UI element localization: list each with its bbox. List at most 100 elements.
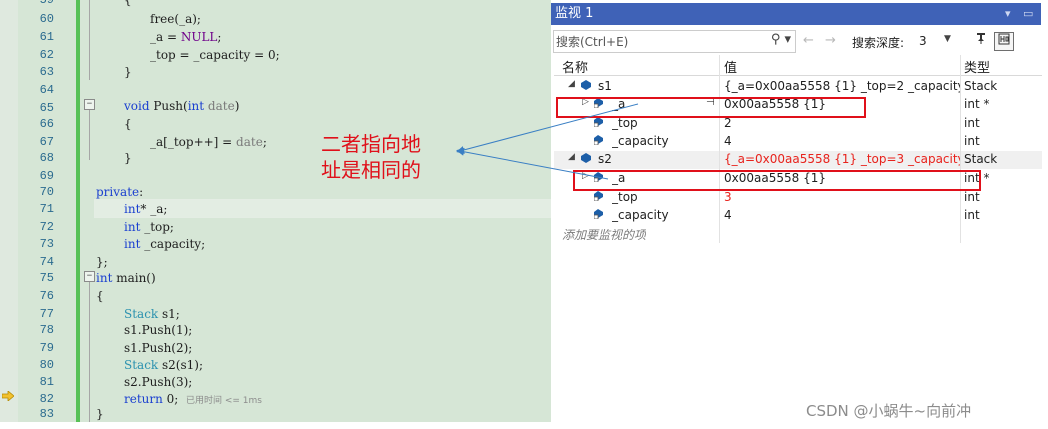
watch-row-s2-capacity[interactable]: _capacity 4 int bbox=[554, 207, 1042, 225]
row-name: _capacity bbox=[612, 134, 669, 148]
collapse-main-icon[interactable]: − bbox=[84, 271, 95, 282]
code-line-62: _top = _capacity = 0; bbox=[150, 48, 280, 62]
line-number: 76 bbox=[39, 289, 54, 303]
code-line-74: }; bbox=[96, 255, 108, 269]
row-value-changed[interactable]: 3 bbox=[724, 190, 732, 204]
line-number: 64 bbox=[39, 83, 54, 97]
line-number: 59 bbox=[39, 0, 54, 7]
column-divider[interactable] bbox=[960, 55, 961, 243]
collapse-arrow-icon[interactable]: ◢ bbox=[568, 152, 575, 162]
code-line-66: { bbox=[124, 117, 132, 131]
window-position-icon[interactable]: ▾ bbox=[1005, 7, 1011, 20]
collapse-push-icon[interactable]: − bbox=[84, 99, 95, 110]
row-value-changed[interactable]: {_a=0x00aa5558 {1} _top=3 _capacity=... bbox=[724, 152, 960, 166]
field-lock-icon bbox=[594, 208, 604, 222]
object-icon bbox=[581, 79, 591, 93]
code-line-78: s1.Push(1); bbox=[124, 323, 193, 337]
search-icon[interactable]: ⚲ ▾ bbox=[770, 32, 791, 47]
pin-icon[interactable] bbox=[972, 32, 990, 49]
annotation-line-1: 二者指向地 bbox=[321, 132, 421, 156]
line-number: 72 bbox=[39, 220, 54, 234]
watermark: CSDN @小蜗牛~向前冲 bbox=[806, 402, 972, 420]
column-header-value[interactable]: 值 bbox=[724, 61, 738, 76]
field-lock-icon bbox=[594, 116, 604, 130]
row-name: s2 bbox=[598, 152, 612, 166]
indicator-margin[interactable] bbox=[0, 0, 18, 422]
expand-arrow-icon[interactable]: ▷ bbox=[582, 97, 589, 107]
line-number: 70 bbox=[39, 185, 54, 199]
row-name: _top bbox=[612, 190, 638, 204]
code-line-81: s2.Push(3); bbox=[124, 375, 193, 389]
add-watch-placeholder[interactable]: 添加要监视的项 bbox=[562, 228, 647, 242]
code-line-61: _a = NULL; bbox=[150, 30, 222, 44]
row-type: Stack bbox=[964, 79, 998, 93]
code-line-71: int* _a; bbox=[124, 202, 168, 216]
line-number: 60 bbox=[39, 12, 54, 26]
search-depth-select[interactable]: 3 bbox=[919, 34, 927, 48]
watch-row-s1-capacity[interactable]: _capacity 4 int bbox=[554, 133, 1042, 151]
search-previous-icon[interactable]: ← bbox=[803, 33, 814, 48]
column-header-type[interactable]: 类型 bbox=[964, 61, 991, 76]
row-type: int * bbox=[964, 171, 990, 185]
pin-to-source-icon[interactable]: ⊣ bbox=[706, 97, 715, 108]
change-tracking-bar bbox=[76, 0, 80, 422]
line-number: 75 bbox=[39, 271, 54, 285]
row-value[interactable]: {_a=0x00aa5558 {1} _top=2 _capacity=... bbox=[724, 79, 960, 93]
watch-title-bar[interactable]: 监视 1 ▾ ▭ bbox=[551, 3, 1041, 25]
line-number: 83 bbox=[39, 407, 54, 421]
line-number: 62 bbox=[39, 48, 54, 62]
fold-guide bbox=[89, 282, 90, 422]
add-watch-row[interactable]: 添加要监视的项 bbox=[554, 225, 1042, 243]
row-name: _capacity bbox=[612, 208, 669, 222]
row-value[interactable]: 4 bbox=[724, 208, 732, 222]
next-statement-arrow-icon bbox=[2, 391, 14, 401]
line-number: 79 bbox=[39, 341, 54, 355]
collapse-arrow-icon[interactable]: ◢ bbox=[568, 79, 575, 89]
perf-tip[interactable]: 已用时间 <= 1ms bbox=[186, 396, 262, 406]
row-value[interactable]: 0x00aa5558 {1} bbox=[724, 97, 826, 111]
watch-row-s2-top[interactable]: _top 3 int bbox=[554, 189, 1042, 207]
row-value[interactable]: 0x00aa5558 {1} bbox=[724, 171, 826, 185]
row-type: int bbox=[964, 134, 980, 148]
line-number: 61 bbox=[39, 30, 54, 44]
watch-row-s1-a[interactable]: ▷ _a ⊣ 0x00aa5558 {1} int * bbox=[554, 96, 1042, 114]
code-line-65: void Push(int date) bbox=[124, 99, 240, 113]
hex-display-icon[interactable] bbox=[994, 32, 1014, 51]
field-lock-icon bbox=[594, 190, 604, 204]
watch-row-s2[interactable]: ◢ s2 {_a=0x00aa5558 {1} _top=3 _capacity… bbox=[554, 151, 1042, 169]
watch-row-s1[interactable]: ◢ s1 {_a=0x00aa5558 {1} _top=2 _capacity… bbox=[554, 78, 1042, 96]
row-type: int bbox=[964, 116, 980, 130]
line-number: 68 bbox=[39, 151, 54, 165]
code-line-59: { bbox=[124, 0, 132, 7]
row-value[interactable]: 4 bbox=[724, 134, 732, 148]
current-line-highlight bbox=[94, 199, 551, 218]
search-input[interactable]: 搜索(Ctrl+E) ⚲ ▾ bbox=[553, 30, 796, 53]
line-number: 81 bbox=[39, 375, 54, 389]
code-line-75: int main() bbox=[96, 271, 156, 285]
row-type: int * bbox=[964, 97, 990, 111]
search-next-icon[interactable]: → bbox=[825, 33, 836, 48]
code-line-60: free(_a); bbox=[150, 12, 201, 26]
code-line-73: int _capacity; bbox=[124, 237, 206, 251]
line-number: 77 bbox=[39, 307, 54, 321]
maximize-icon[interactable]: ▭ bbox=[1023, 7, 1034, 20]
chevron-down-icon[interactable]: ▼ bbox=[944, 34, 951, 44]
highlight-box-s2-a bbox=[573, 170, 981, 191]
code-line-82: return 0; 已用时间 <= 1ms bbox=[124, 392, 262, 406]
code-line-70: private: bbox=[96, 185, 144, 199]
column-header-name[interactable]: 名称 bbox=[562, 61, 589, 76]
field-lock-icon bbox=[594, 134, 604, 148]
column-divider[interactable] bbox=[719, 55, 720, 243]
line-number: 65 bbox=[39, 101, 54, 115]
code-line-79: s1.Push(2); bbox=[124, 341, 193, 355]
line-number: 80 bbox=[39, 358, 54, 372]
watch-window[interactable]: 监视 1 ▾ ▭ 搜索(Ctrl+E) ⚲ ▾ ← → 搜索深度: 3 ▼ 名称… bbox=[551, 0, 1048, 429]
row-value[interactable]: 2 bbox=[724, 116, 732, 130]
object-icon bbox=[581, 152, 591, 166]
row-name: _a bbox=[612, 171, 626, 185]
code-line-77: Stack s1; bbox=[124, 307, 180, 321]
row-name: s1 bbox=[598, 79, 612, 93]
row-type: int bbox=[964, 208, 980, 222]
